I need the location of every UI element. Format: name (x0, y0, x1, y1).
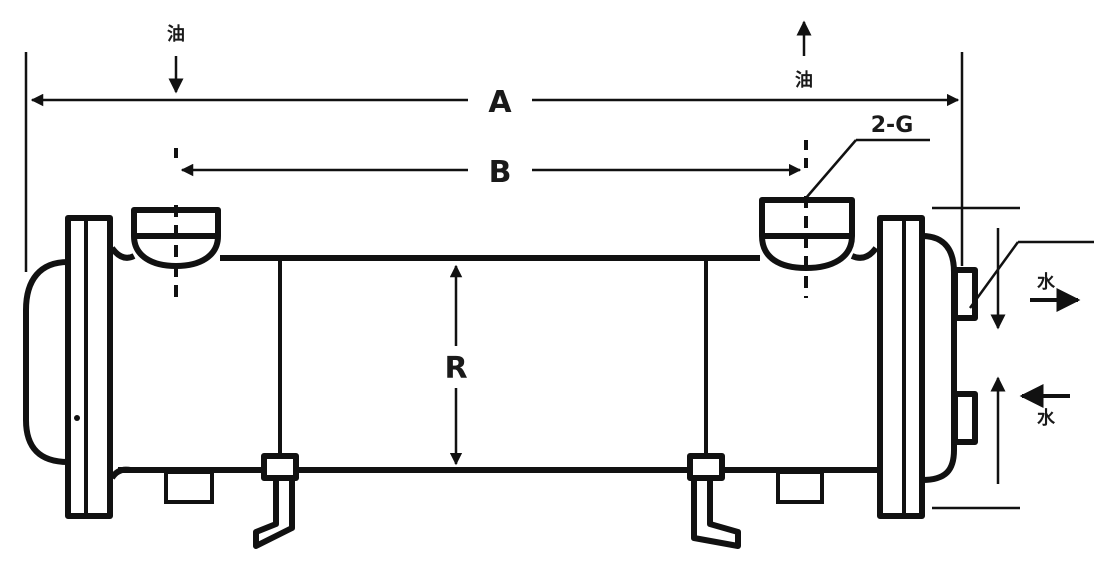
left-support (253, 260, 299, 549)
oil-in-indicator: 油 (167, 23, 185, 94)
dimension-b: B (180, 155, 802, 190)
oil-out-label: 油 (795, 69, 813, 91)
water-inlet-nozzle (952, 391, 978, 445)
oil-inlet-port (131, 148, 221, 298)
right-support (687, 260, 741, 549)
water-in-indicator: 水 (1019, 384, 1070, 429)
oil-in-label: 油 (167, 23, 185, 45)
dim-a-label: A (488, 85, 512, 120)
water-in-label: 水 (1037, 407, 1056, 429)
dimension-a: A (24, 52, 964, 272)
water-out-label: 水 (1037, 271, 1056, 293)
oil-outlet-port (759, 140, 855, 298)
left-end-cap (23, 259, 69, 465)
dim-b-label: B (489, 155, 512, 190)
oil-out-indicator: 油 (795, 20, 813, 91)
right-flange (877, 215, 925, 519)
water-out-indicator: 水 (1030, 271, 1081, 312)
port-g-callout: 2-G (805, 113, 930, 199)
right-end-cap (921, 233, 957, 483)
dimension-r: R (444, 264, 468, 466)
shell-body (109, 246, 879, 480)
left-flange (65, 215, 113, 519)
port-g-label: 2-G (871, 113, 914, 138)
water-outlet-nozzle (952, 267, 978, 321)
water-side-dimension (932, 206, 1094, 510)
left-drain-boss (164, 470, 214, 504)
dim-r-label: R (444, 351, 467, 386)
right-drain-boss (776, 470, 824, 504)
